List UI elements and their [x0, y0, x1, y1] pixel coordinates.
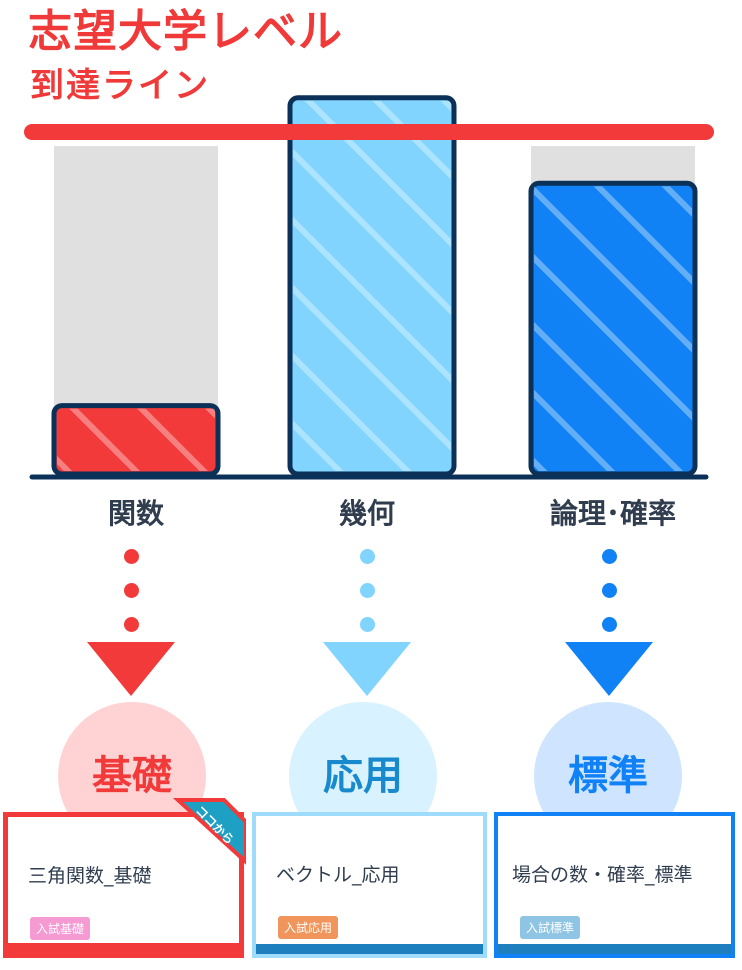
- course-badge: 入試基礎: [30, 917, 91, 940]
- connector-dot: [602, 617, 617, 632]
- card-bottom-bar: [256, 944, 483, 954]
- arrow-down-icon: [565, 642, 653, 696]
- card-bottom-bar: [8, 943, 239, 953]
- course-card-vector-applied[interactable]: ベクトル_応用 入試応用: [252, 812, 487, 958]
- subject-label-geometry: 幾何: [338, 497, 395, 530]
- course-badge: 入試標準: [520, 916, 581, 939]
- page-title: 志望大学レベル: [28, 6, 343, 57]
- card-bottom-bar: [498, 944, 731, 954]
- connector-dot: [124, 617, 139, 632]
- page-subtitle: 到達ライン: [30, 66, 210, 106]
- subject-label-functions: 関数: [107, 497, 164, 530]
- course-card-trig-basic[interactable]: 三角関数_基礎 入試基礎: [3, 812, 244, 958]
- connector-dot: [360, 549, 375, 564]
- bar-geometry: [287, 95, 457, 477]
- arrow-down-icon: [323, 642, 411, 696]
- subject-label-logic-probability: 論理･確率: [549, 497, 676, 530]
- level-bar-chart: [24, 95, 714, 480]
- course-card-title: ベクトル_応用: [276, 864, 400, 886]
- course-card-probability-standard[interactable]: 場合の数・確率_標準 入試標準: [494, 812, 735, 958]
- start-here-ribbon: ココから: [172, 798, 246, 865]
- connector-dot: [360, 617, 375, 632]
- connector-dot: [124, 549, 139, 564]
- course-card-title: 三角関数_基礎: [28, 865, 152, 887]
- course-badge: 入試応用: [278, 916, 339, 939]
- arrow-down-icon: [87, 642, 175, 696]
- course-card-title: 場合の数・確率_標準: [512, 864, 693, 886]
- connector-dot: [124, 583, 139, 598]
- connector-dot: [360, 583, 375, 598]
- bar-functions: [51, 403, 221, 477]
- connector-dot: [602, 549, 617, 564]
- bar-logic-probability: [528, 180, 698, 477]
- connector-dot: [602, 583, 617, 598]
